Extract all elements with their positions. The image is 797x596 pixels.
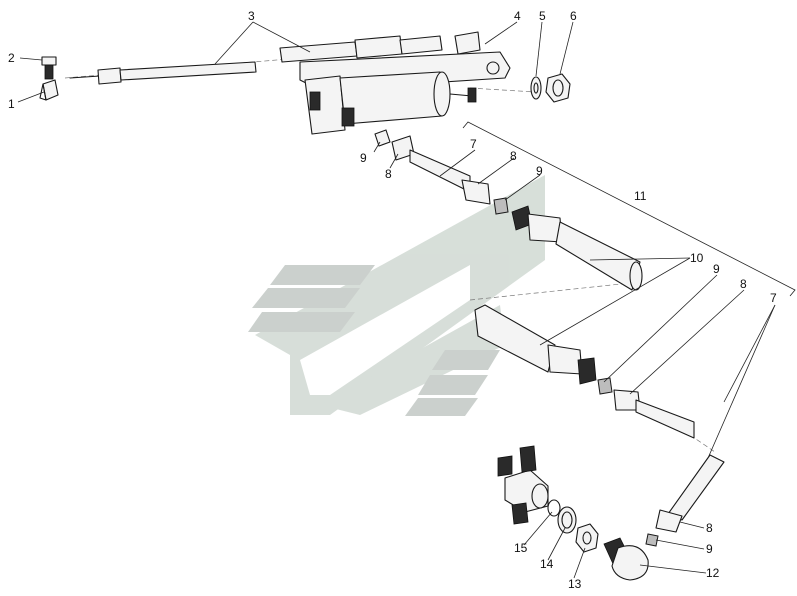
- leader-lines: [17, 21, 776, 579]
- callout-6: 6: [570, 9, 577, 23]
- motor-cylinder: [304, 71, 477, 135]
- sleeve-8d: [655, 509, 683, 533]
- callout-14: 14: [540, 557, 554, 571]
- callout-9-lower: 9: [713, 262, 720, 276]
- part-14-washer: [557, 506, 577, 534]
- part-5-washer: [530, 76, 542, 100]
- callout-1: 1: [8, 97, 15, 111]
- lower-tube-7b: [613, 389, 695, 439]
- callout-7-upper: 7: [470, 137, 477, 151]
- part-1-clamp: [39, 79, 59, 101]
- callout-8-lower: 8: [740, 277, 747, 291]
- callout-7-lower: 7: [770, 291, 777, 305]
- callout-12: 12: [706, 566, 720, 580]
- watermark-bars-bottom: [405, 350, 500, 416]
- axis-lines: [64, 57, 716, 453]
- ring-9c: [597, 377, 613, 395]
- callout-10: 10: [690, 251, 704, 265]
- callout-3: 3: [248, 9, 255, 23]
- callout-4: 4: [514, 9, 521, 23]
- callout-9-upper-right: 9: [536, 164, 543, 178]
- callout-2: 2: [8, 51, 15, 65]
- tee-fitting: [497, 445, 549, 525]
- callout-8-upper-right: 8: [510, 149, 517, 163]
- callout-8-upper-left: 8: [385, 167, 392, 181]
- callout-11: 11: [634, 189, 647, 203]
- upper-ring-9a: [374, 129, 391, 147]
- part-12-elbow: [603, 537, 649, 581]
- part-13-nut: [575, 523, 599, 553]
- callout-13: 13: [568, 577, 582, 591]
- callout-15: 15: [514, 541, 528, 555]
- group-11-bracket: [462, 121, 796, 297]
- callout-9-bottom: 9: [706, 542, 713, 556]
- shaft-10-upper: [511, 205, 643, 291]
- part-15-gasket: [547, 499, 561, 517]
- watermark-chevron-green-2: [320, 305, 505, 415]
- callout-labels: 1 2 3 4 5 6 7 8 9 8 9 11 10 9 8 7 8 9 12…: [8, 9, 777, 591]
- watermark-logo: [248, 175, 545, 416]
- hose-7c: [667, 454, 725, 521]
- part-2-screw: [41, 56, 57, 80]
- shaft-10-lower: [474, 304, 597, 385]
- part-3-rod: [69, 35, 443, 85]
- callout-9-upper-left: 9: [360, 151, 367, 165]
- part-6-nut: [545, 73, 571, 103]
- callout-8-bottom: 8: [706, 521, 713, 535]
- watermark-bars-top: [248, 265, 375, 332]
- ring-9d: [645, 533, 659, 547]
- ring-9b: [493, 197, 509, 215]
- callout-5: 5: [539, 9, 546, 23]
- watermark-chevron-inner: [300, 265, 470, 395]
